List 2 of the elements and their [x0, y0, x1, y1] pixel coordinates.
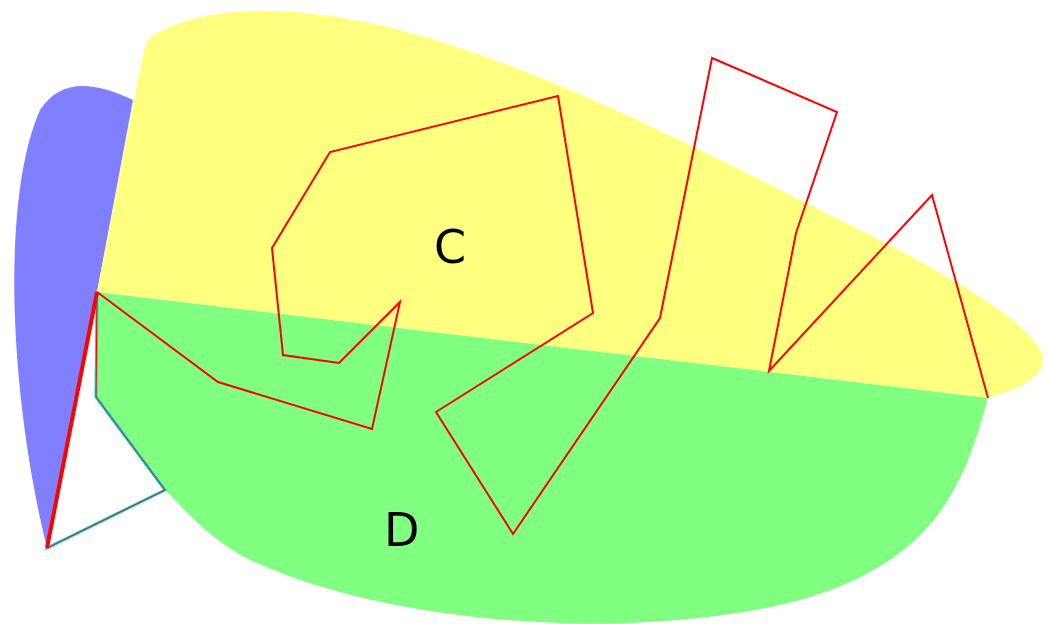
region-label: D [384, 507, 420, 553]
region-label: C [434, 224, 467, 270]
